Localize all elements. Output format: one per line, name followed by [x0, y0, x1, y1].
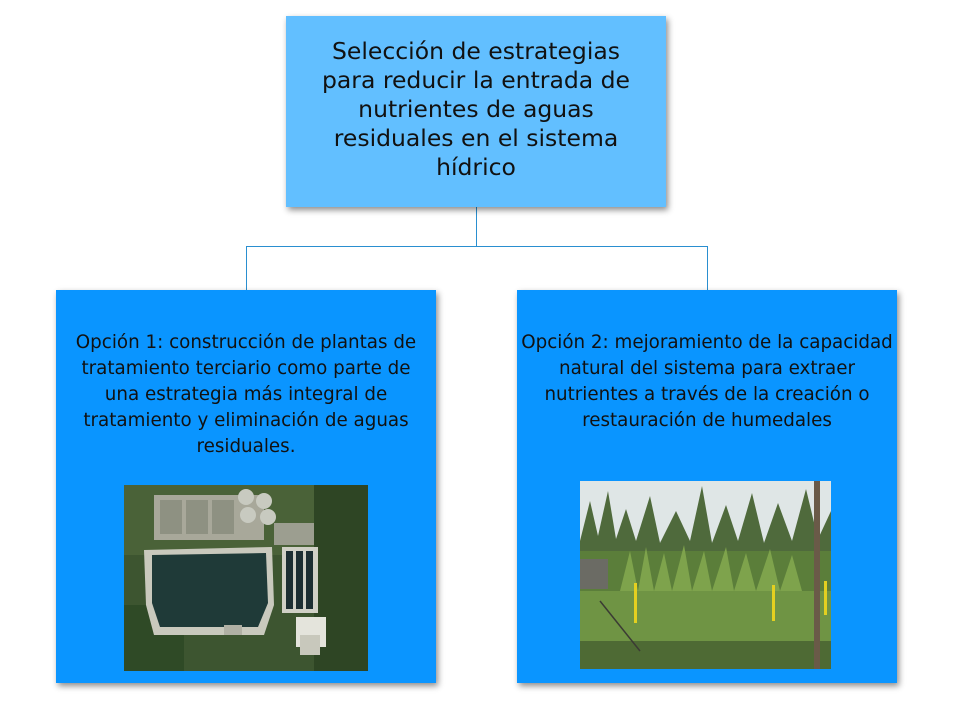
option-2-text: Opción 2: mejoramiento de la capacidad n… [521, 332, 893, 431]
connector-root-vertical [476, 207, 477, 247]
wetland-photo [580, 481, 831, 669]
connector-horizontal [246, 246, 707, 247]
connector-option-2-vertical [707, 246, 708, 290]
root-node-text: Selección de estrategias para reducir la… [321, 37, 631, 181]
option-1-text: Opción 1: construcción de plantas de tra… [75, 332, 417, 457]
option-2-node: Opción 2: mejoramiento de la capacidad n… [517, 290, 897, 683]
option-1-node: Opción 1: construcción de plantas de tra… [56, 290, 436, 683]
treatment-plant-photo [124, 485, 368, 671]
root-node: Selección de estrategias para reducir la… [286, 16, 666, 207]
connector-option-1-vertical [246, 246, 247, 290]
